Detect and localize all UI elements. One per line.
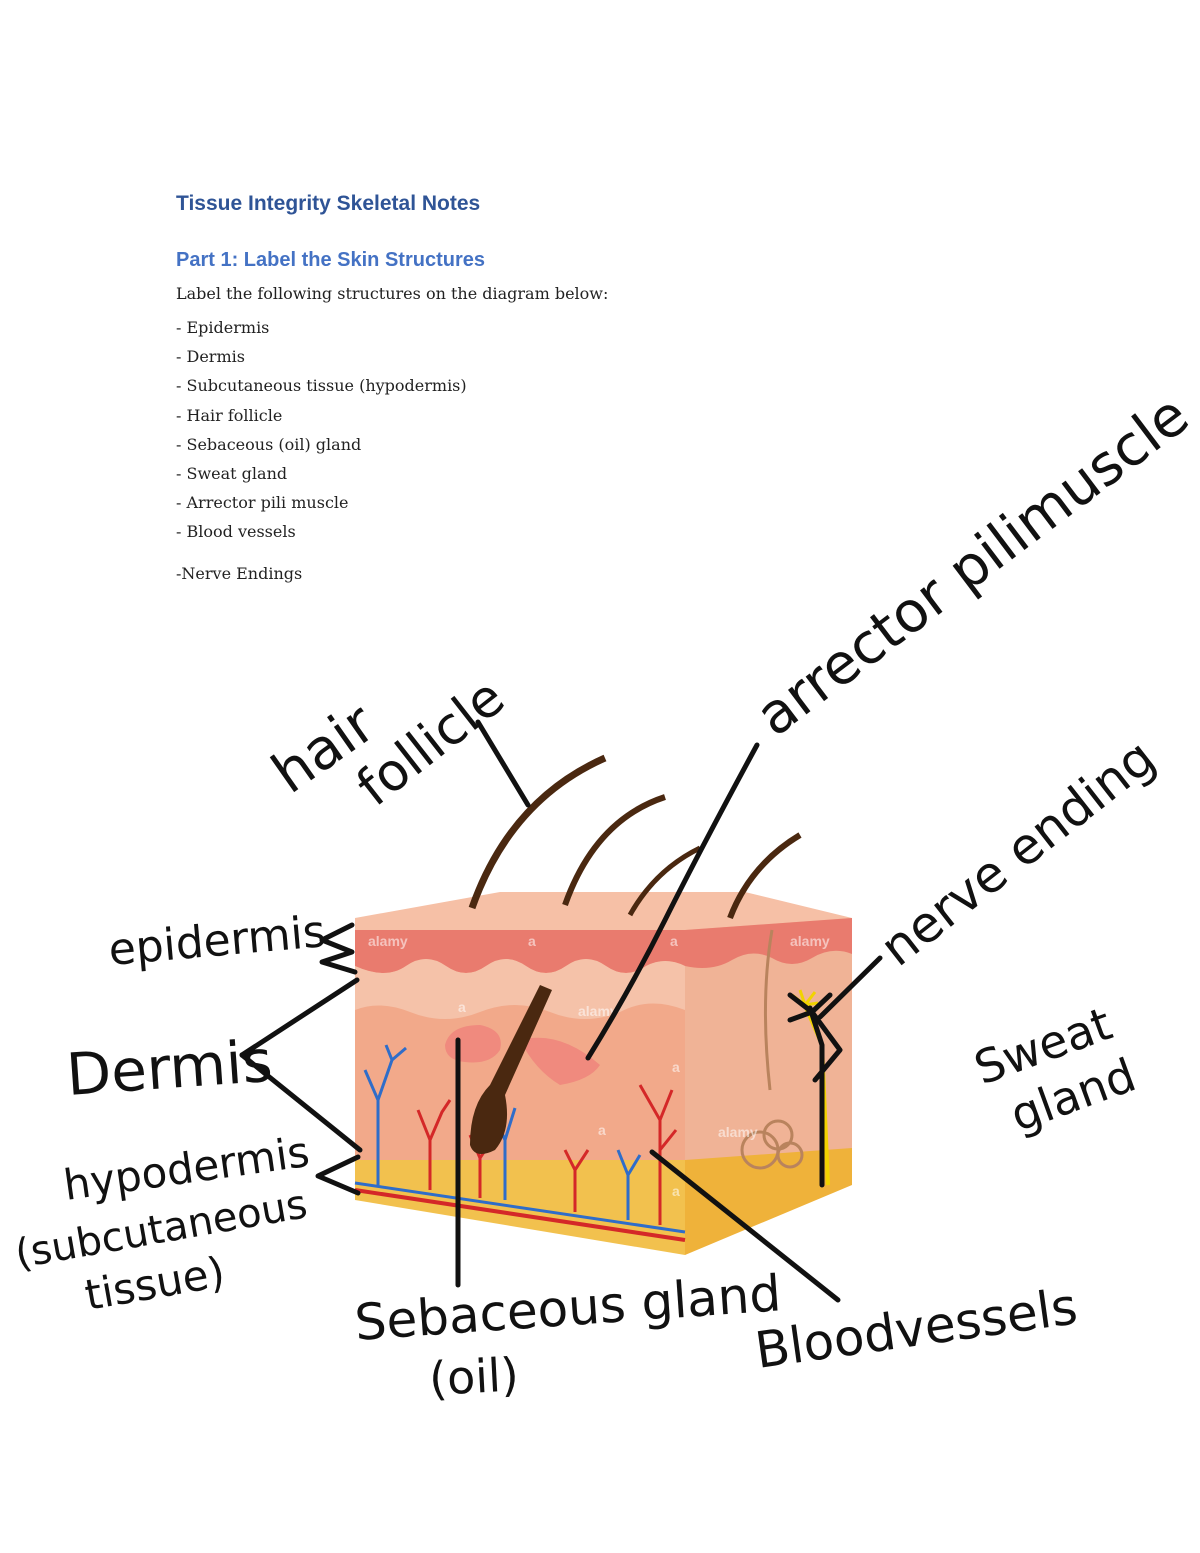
watermark-letter: a bbox=[598, 1122, 606, 1138]
epidermis-band-front bbox=[355, 930, 685, 973]
artery-line bbox=[354, 1188, 686, 1242]
watermark-letter: a bbox=[672, 1183, 680, 1199]
sweat-gland-coil bbox=[740, 929, 804, 1170]
list-item: - Subcutaneous tissue (hypodermis) bbox=[176, 376, 467, 396]
hypodermis-fat-side bbox=[685, 1148, 852, 1255]
hair-follicle-bulb bbox=[470, 985, 552, 1154]
dermis-pointer-lower bbox=[239, 1052, 363, 1153]
hair-shaft bbox=[562, 794, 666, 906]
list-item: - Arrector pili muscle bbox=[176, 493, 349, 513]
arrector-pointer bbox=[585, 742, 760, 1061]
hair-follicle-pointer bbox=[475, 719, 531, 808]
watermark: alamy bbox=[578, 1003, 618, 1019]
blood-vessels-pointer bbox=[649, 1149, 841, 1303]
instructions-text: Label the following structures on the di… bbox=[176, 284, 609, 303]
list-item: - Epidermis bbox=[176, 318, 270, 337]
label-dermis: Dermis bbox=[64, 1027, 274, 1109]
artery-branch bbox=[416, 1099, 452, 1190]
skin-block bbox=[354, 892, 852, 1255]
watermark: alamy bbox=[790, 933, 830, 949]
label-blood-vessels: Bloodvessels bbox=[752, 1277, 1081, 1380]
watermark-letter: a bbox=[528, 933, 536, 949]
artery-branch bbox=[563, 1149, 590, 1212]
watermark-letter: a bbox=[672, 1059, 680, 1075]
sweat-coil bbox=[776, 1141, 804, 1169]
watermark-letter: a bbox=[670, 933, 678, 949]
vein-line bbox=[354, 1181, 686, 1234]
hair-shaft bbox=[627, 845, 702, 917]
document-title: Tissue Integrity Skeletal Notes bbox=[176, 192, 481, 215]
arrector-muscle-shape bbox=[520, 1037, 600, 1085]
dermis-pointer-upper bbox=[239, 977, 360, 1058]
dermis-side bbox=[685, 918, 852, 1165]
label-oil: (oil) bbox=[428, 1347, 520, 1406]
vein-branch bbox=[363, 1044, 407, 1185]
nerve-pointer bbox=[817, 955, 883, 1020]
sweat-duct bbox=[763, 929, 774, 1091]
part-heading: Part 1: Label the Skin Structures bbox=[176, 249, 485, 271]
watermark: alamy bbox=[718, 1124, 758, 1140]
list-item: - Sebaceous (oil) gland bbox=[176, 434, 362, 454]
list-item: - Sweat gland bbox=[176, 464, 288, 484]
structure-list: - Epidermis - Dermis - Subcutaneous tiss… bbox=[176, 313, 467, 547]
watermark: alamy bbox=[368, 933, 408, 949]
hair-shaft bbox=[727, 832, 802, 920]
skin-top-surface bbox=[355, 892, 852, 930]
label-arrector-pili: arrector pilimuscle bbox=[744, 383, 1200, 749]
list-item: - Blood vessels bbox=[176, 522, 296, 542]
nerve-endings-item: -Nerve Endings bbox=[176, 564, 303, 583]
watermark-letter: a bbox=[458, 999, 466, 1015]
list-item: - Hair follicle bbox=[176, 405, 283, 425]
label-sebaceous-gland: Sebaceous gland bbox=[353, 1264, 783, 1352]
label-nerve-ending: nerve ending bbox=[870, 728, 1166, 977]
papillary-layer bbox=[355, 959, 685, 1019]
blood-vessel-branches bbox=[363, 1044, 678, 1225]
label-epidermis: epidermis bbox=[107, 906, 328, 976]
hair-shaft bbox=[468, 754, 607, 910]
list-item: - Dermis bbox=[176, 347, 245, 367]
epidermis-bracket bbox=[319, 922, 358, 975]
nerve-stick-arms bbox=[787, 992, 843, 1083]
annotation-strokes bbox=[239, 719, 883, 1303]
nerve-stick bbox=[807, 1005, 825, 1188]
vein-branch bbox=[616, 1149, 642, 1220]
hypodermis-bracket bbox=[315, 1154, 361, 1196]
artery-branch bbox=[638, 1084, 678, 1225]
